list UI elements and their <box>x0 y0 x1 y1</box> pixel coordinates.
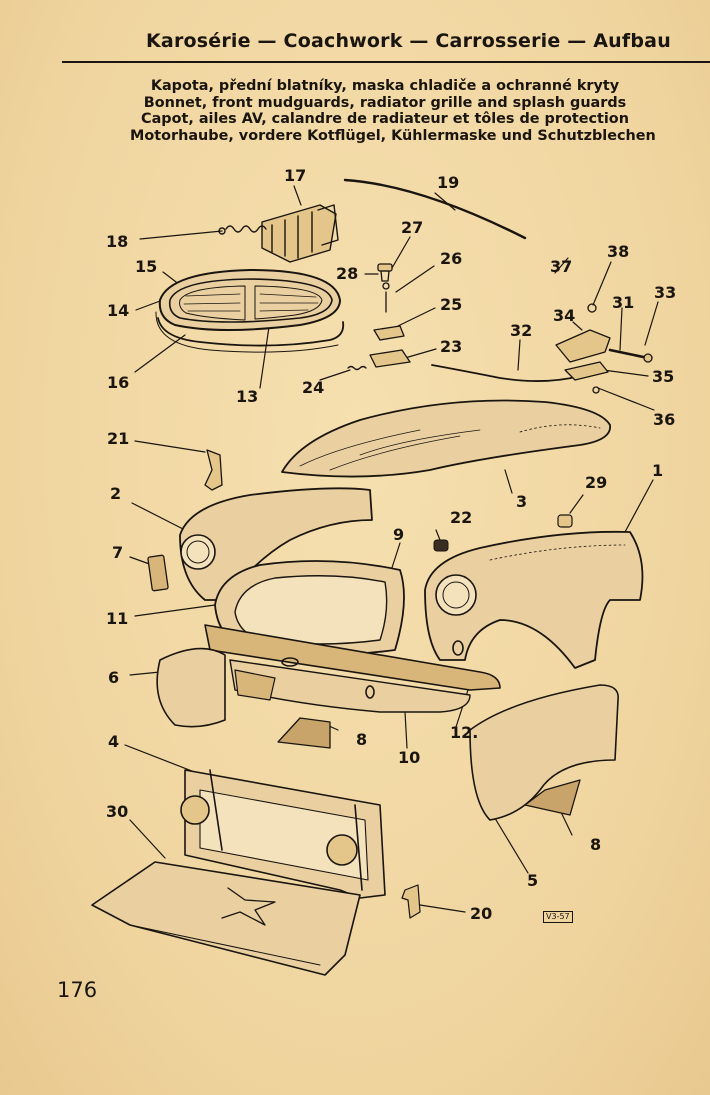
part-label: 16 <box>107 373 130 392</box>
part-label: 38 <box>607 242 630 261</box>
part-label: 26 <box>440 249 463 268</box>
part-label: 33 <box>654 283 677 302</box>
part-label: 34 <box>553 306 576 325</box>
part-label: 25 <box>440 295 463 314</box>
part-label: 20 <box>470 904 493 923</box>
title-french: Capot, ailes AV, calandre de radiateur e… <box>141 111 629 127</box>
drawing-reference-mark: V3-57 <box>543 911 573 923</box>
part-label: 31 <box>612 293 635 312</box>
plug-29 <box>557 514 573 528</box>
part-label: 6 <box>108 668 120 687</box>
bonnet-stay-rod <box>343 178 527 240</box>
part-label: 36 <box>653 410 676 429</box>
part-label: 9 <box>393 525 405 544</box>
left-mudguard-drawing <box>179 487 373 601</box>
title-czech: Kapota, přední blatníky, maska chladiče … <box>150 78 620 94</box>
part-label: 12. <box>450 723 479 742</box>
bonnet-hinge-drawing <box>218 204 339 263</box>
part-label: 37 <box>550 257 573 276</box>
part-label: 13 <box>236 387 259 406</box>
part-label: 11 <box>106 609 129 628</box>
right-splash-guard <box>469 684 619 821</box>
part-label: 35 <box>652 367 675 386</box>
part-label: 18 <box>106 232 129 251</box>
radiator-surround-drawing <box>214 560 405 656</box>
part-label: 23 <box>440 337 463 356</box>
part-label: 8 <box>590 835 602 854</box>
small-bracket-21 <box>204 449 223 491</box>
radiator-grille-drawing <box>155 269 345 353</box>
page-number: 176 <box>57 978 98 1002</box>
part-label: 2 <box>110 484 122 503</box>
part-label: 30 <box>106 802 129 821</box>
plug-22 <box>433 539 449 552</box>
rubber-pad-8a <box>277 717 331 749</box>
title-german: Motorhaube, vordere Kotflügel, Kühlermas… <box>130 127 656 144</box>
radiator-frame-drawing <box>180 769 386 899</box>
bonnet-lock-parts <box>347 263 411 371</box>
header-rule <box>62 61 710 63</box>
part-label: 10 <box>398 748 421 767</box>
part-label: 17 <box>284 166 307 185</box>
part-label: 32 <box>510 321 533 340</box>
part-label: 1 <box>652 461 664 480</box>
part-label: 24 <box>302 378 325 397</box>
part-label: 8 <box>356 730 368 749</box>
lower-splash-plate <box>91 861 361 976</box>
part-label: 5 <box>527 871 539 890</box>
part-label: 7 <box>112 543 124 562</box>
part-label: 19 <box>437 173 460 192</box>
part-label: 27 <box>401 218 424 237</box>
page-header: Karosérie — Coachwork — Carrosserie — Au… <box>146 30 671 52</box>
bonnet-drawing <box>281 399 611 478</box>
left-splash-guard <box>156 647 226 728</box>
part-label: 22 <box>450 508 473 527</box>
part-label: 4 <box>108 732 120 751</box>
part-label: 14 <box>107 301 130 320</box>
side-plate-7 <box>147 554 169 592</box>
part-label: 21 <box>107 429 130 448</box>
small-bracket-20 <box>401 884 421 919</box>
title-english: Bonnet, front mudguards, radiator grille… <box>143 94 627 111</box>
release-cable-parts <box>431 303 653 394</box>
part-label: 15 <box>135 257 158 276</box>
part-label: 28 <box>336 264 359 283</box>
part-label: 3 <box>516 492 528 511</box>
section-titles: Kapota, přední blatníky, maska chladiče … <box>130 78 656 144</box>
rubber-pad-8b <box>524 779 581 816</box>
right-mudguard-drawing <box>424 530 644 669</box>
part-label: 29 <box>585 473 608 492</box>
